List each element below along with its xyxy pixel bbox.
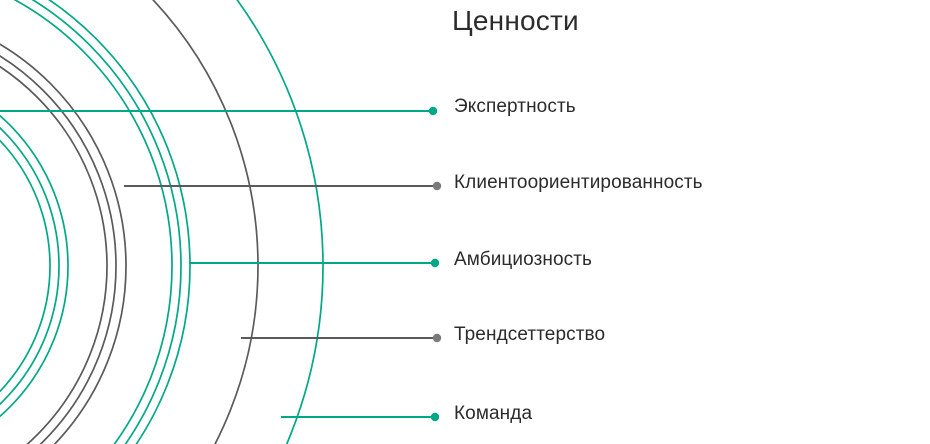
legend-label-ambition[interactable]: Амбициозность: [454, 249, 593, 270]
ring-arc: [0, 43, 127, 444]
ring-arc: [0, 114, 69, 418]
legend-dot-icon-expertise: [428, 106, 438, 116]
ring-arc: [0, 126, 60, 406]
ring-arc: [0, 55, 117, 444]
page-title: Ценности: [452, 5, 579, 36]
ring-arc: [0, 65, 108, 444]
legend-dot-icon-client-orientation: [432, 181, 442, 191]
legend-label-team[interactable]: Команда: [454, 403, 533, 424]
ring-arc: [0, 139, 51, 393]
ring-arc: [47, 0, 191, 444]
leader-lines-group: [0, 106, 442, 422]
ring-arc: [235, 0, 324, 444]
legend-dot-icon-team: [430, 412, 440, 422]
ring-arcs-group: [0, 0, 324, 444]
legend-label-trendsetting[interactable]: Трендсеттерство: [454, 324, 606, 345]
legend-label-client-orientation[interactable]: Клиентоориентированность: [454, 172, 703, 193]
ring-arc: [13, 0, 173, 444]
legend-dot-icon-trendsetting: [432, 333, 442, 343]
ring-arc: [31, 0, 182, 444]
legend-dot-icon-ambition: [430, 258, 440, 268]
legend-label-expertise[interactable]: Экспертность: [454, 96, 576, 117]
ring-arc: [151, 0, 259, 444]
